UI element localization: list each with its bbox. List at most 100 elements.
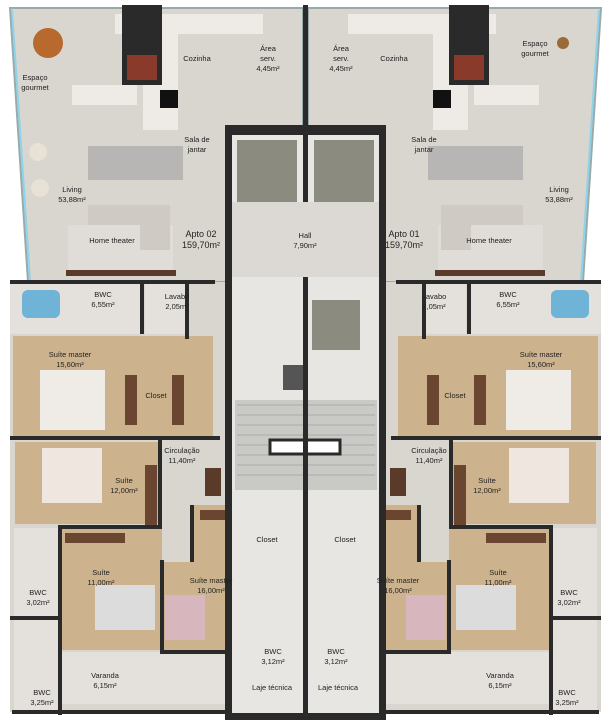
area-lavabo-02: 2,05m² bbox=[165, 302, 189, 311]
label-espaco-gourmet-01-b: gourmet bbox=[521, 49, 549, 58]
wall-0-02 bbox=[10, 280, 215, 284]
lavabo-floor-01 bbox=[426, 284, 466, 334]
lavabo-floor-02 bbox=[145, 284, 185, 334]
label-sala-jantar-02: Sala de bbox=[184, 135, 209, 144]
area-apto-01: 159,70m² bbox=[385, 240, 423, 250]
wall-5-02 bbox=[60, 525, 162, 529]
wall-2-02 bbox=[185, 284, 189, 339]
kitchen-counter-top-01 bbox=[348, 14, 468, 34]
elevator-right bbox=[314, 140, 374, 202]
area-bwc-302-02: 3,02m² bbox=[26, 598, 50, 607]
label-sala-jantar-02-b: jantar bbox=[187, 145, 207, 154]
armchair-02b bbox=[31, 179, 49, 197]
label-apto-01: Apto 01 bbox=[388, 229, 419, 239]
label-closet-1-01: Closet bbox=[444, 391, 466, 400]
label-bwc-312-02: BWC bbox=[264, 647, 282, 656]
bathtub-01 bbox=[551, 290, 589, 318]
tv-panel-02 bbox=[66, 270, 176, 276]
wall-4-01 bbox=[449, 440, 453, 528]
area-bwc-master-01: 6,55m² bbox=[496, 300, 520, 309]
area-bwc-302-01: 3,02m² bbox=[557, 598, 581, 607]
sofa-chaise-01 bbox=[441, 205, 471, 250]
area-suite-12-02: 12,00m² bbox=[110, 486, 138, 495]
area-suite-11-01: 11,00m² bbox=[485, 578, 512, 587]
barbecue-grill-02 bbox=[127, 55, 157, 80]
closet-shelf-12-01 bbox=[454, 465, 466, 525]
wall-3-02 bbox=[10, 436, 220, 440]
label-cozinha-01: Cozinha bbox=[380, 54, 408, 63]
label-closet-1-02: Closet bbox=[145, 391, 167, 400]
area-bwc-312-02: 3,12m² bbox=[261, 657, 285, 666]
area-suite-11-02: 11,00m² bbox=[88, 578, 115, 587]
dining-table-01 bbox=[428, 146, 523, 180]
area-suite-master-2-02: 16,00m² bbox=[197, 586, 225, 595]
area-circulacao-01: 11,40m² bbox=[416, 456, 443, 465]
bwc-302-floor-02 bbox=[14, 528, 60, 618]
label-bwc-325-02: BWC bbox=[33, 688, 51, 697]
area-bwc-325-02: 3,25m² bbox=[30, 698, 54, 707]
wall-5-01 bbox=[449, 525, 551, 529]
bed-suite-12-01 bbox=[509, 448, 569, 503]
bed-suite-11-01 bbox=[456, 585, 516, 630]
room-labels: Espaço gourmet Cozinha Área serv. 4,45m²… bbox=[21, 39, 581, 707]
plan-geometry bbox=[8, 5, 603, 720]
label-suite-11-02: Suíte bbox=[92, 568, 110, 577]
label-espaco-gourmet-02: Espaço bbox=[22, 73, 47, 82]
label-suite-master-1-01: Suíte master bbox=[520, 350, 563, 359]
label-suite-12-01: Suíte bbox=[478, 476, 496, 485]
area-area-serv-01: 4,45m² bbox=[329, 64, 353, 73]
area-area-serv-02: 4,45m² bbox=[256, 64, 280, 73]
wall-8-01 bbox=[447, 560, 451, 652]
bed-suite-master-1-01 bbox=[506, 370, 571, 430]
closet-shelf-12-02 bbox=[145, 465, 157, 525]
bed-suite-11-02 bbox=[95, 585, 155, 630]
area-bwc-312-01: 3,12m² bbox=[324, 657, 348, 666]
label-area-serv-02: Área bbox=[260, 44, 277, 53]
label-suite-master-2-01: Suíte master bbox=[377, 576, 420, 585]
service-elevator bbox=[312, 300, 360, 350]
label-area-serv-01: Área bbox=[333, 44, 350, 53]
wall-8-02 bbox=[160, 560, 164, 652]
closet-shelf-1a-01 bbox=[474, 375, 486, 425]
label-laje-01: Laje técnica bbox=[318, 683, 359, 692]
gourmet-counter-02 bbox=[72, 85, 137, 105]
wall-7-01 bbox=[551, 616, 601, 620]
cooktop-01 bbox=[433, 90, 451, 108]
party-wall bbox=[303, 5, 308, 720]
label-varanda-02: Varanda bbox=[91, 671, 120, 680]
bed-suite-master-2-02 bbox=[165, 595, 205, 640]
hall-floor-join bbox=[305, 202, 307, 277]
label-living-02: Living bbox=[62, 185, 82, 194]
elevator-left bbox=[237, 140, 297, 202]
label-hall: Hall bbox=[299, 231, 312, 240]
gourmet-counter-01 bbox=[474, 85, 539, 105]
wall-1-02 bbox=[140, 284, 144, 334]
label-bwc-master-02: BWC bbox=[94, 290, 112, 299]
label-circulacao-02: Circulação bbox=[164, 446, 199, 455]
bed-suite-12-02 bbox=[42, 448, 102, 503]
label-area-serv-02-b: serv. bbox=[260, 54, 276, 63]
label-bwc-302-01: BWC bbox=[560, 588, 578, 597]
wall-2-01 bbox=[422, 284, 426, 339]
closet-shelf-1b-02 bbox=[172, 375, 184, 425]
area-circulacao-02: 11,40m² bbox=[169, 456, 196, 465]
label-sala-jantar-01-b: jantar bbox=[414, 145, 434, 154]
closet-shelf-1a-02 bbox=[125, 375, 137, 425]
area-bwc-master-02: 6,55m² bbox=[91, 300, 115, 309]
area-varanda-01: 6,15m² bbox=[488, 681, 512, 690]
area-hall: 7,90m² bbox=[293, 241, 317, 250]
label-espaco-gourmet-01: Espaço bbox=[522, 39, 547, 48]
wall-0-01 bbox=[396, 280, 601, 284]
closet-shelf-1b-01 bbox=[427, 375, 439, 425]
label-suite-master-2-02: Suíte master bbox=[190, 576, 233, 585]
bed-suite-master-1-02 bbox=[40, 370, 105, 430]
window-left bbox=[11, 9, 31, 281]
label-closet-2-01: Closet bbox=[334, 535, 356, 544]
label-varanda-01: Varanda bbox=[486, 671, 515, 680]
area-suite-master-1-01: 15,60m² bbox=[527, 360, 555, 369]
area-suite-12-01: 12,00m² bbox=[473, 486, 501, 495]
closet-shelf-11-02 bbox=[65, 533, 125, 543]
label-home-theater-02: Home theater bbox=[89, 236, 135, 245]
wall-7-02 bbox=[10, 616, 60, 620]
window-right bbox=[580, 9, 600, 281]
